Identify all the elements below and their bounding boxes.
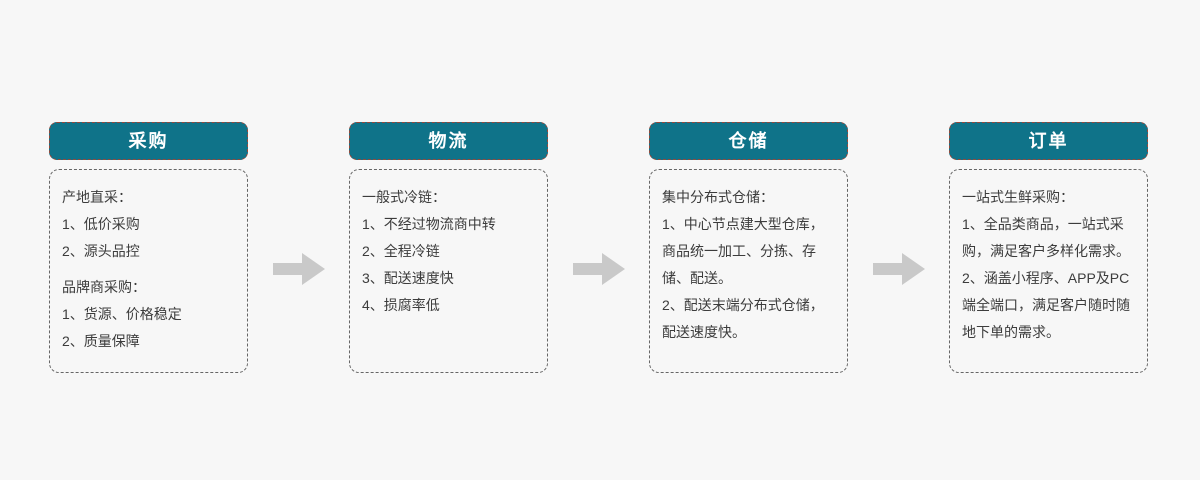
section-item: 2、质量保障 — [62, 333, 140, 349]
section-heading: 一般式冷链： — [362, 189, 446, 205]
stage-content-procurement: 产地直采： 1、低价采购 2、源头品控品牌商采购： 1、货源、价格稳定 2、质量保障 — [49, 169, 248, 373]
stage-content-logistics: 一般式冷链： 1、不经过物流商中转 2、全程冷链 3、配送速度快 4、损腐率低 — [349, 169, 548, 373]
section-item: 1、全品类商品，一站式采购，满足客户多样化需求。 — [962, 216, 1130, 259]
section-heading: 产地直采： — [62, 189, 132, 205]
section-item: 2、全程冷链 — [362, 243, 440, 259]
stage-header-warehousing: 仓储 — [649, 122, 848, 160]
right-arrow-icon — [272, 253, 325, 285]
section-heading: 品牌商采购： — [62, 279, 146, 295]
stage-header-procurement: 采购 — [49, 122, 248, 160]
flow-row: 采购 产地直采： 1、低价采购 2、源头品控品牌商采购： 1、货源、价格稳定 2、质量保… — [49, 122, 1148, 373]
section-item: 1、货源、价格稳定 — [62, 306, 182, 322]
section-heading: 集中分布式仓储： — [662, 189, 774, 205]
section-item: 2、源头品控 — [62, 243, 140, 259]
arrow-cell — [548, 122, 649, 286]
section-item: 1、不经过物流商中转 — [362, 216, 496, 232]
stage-content-warehousing: 集中分布式仓储： 1、中心节点建大型仓库，商品统一加工、分拣、存储、配送。 2、配送… — [649, 169, 848, 373]
stage-header-orders: 订单 — [949, 122, 1148, 160]
section-item: 1、低价采购 — [62, 216, 140, 232]
stage-procurement: 采购 产地直采： 1、低价采购 2、源头品控品牌商采购： 1、货源、价格稳定 2、质量保… — [49, 122, 248, 373]
section-item: 2、涵盖小程序、APP及PC端全端口，满足客户随时随地下单的需求。 — [962, 270, 1130, 340]
stage-warehousing: 仓储 集中分布式仓储： 1、中心节点建大型仓库，商品统一加工、分拣、存储、配送。 2… — [649, 122, 848, 373]
section-heading: 一站式生鲜采购： — [962, 189, 1074, 205]
arrow-cell — [248, 122, 349, 286]
section-item: 1、中心节点建大型仓库，商品统一加工、分拣、存储、配送。 — [662, 216, 824, 286]
right-arrow-icon — [872, 253, 925, 285]
stage-orders: 订单 一站式生鲜采购： 1、全品类商品，一站式采购，满足客户多样化需求。 2、涵盖小… — [949, 122, 1148, 373]
stage-content-orders: 一站式生鲜采购： 1、全品类商品，一站式采购，满足客户多样化需求。 2、涵盖小程序、… — [949, 169, 1148, 373]
section-item: 3、配送速度快 — [362, 270, 454, 286]
section-item: 2、配送末端分布式仓储，配送速度快。 — [662, 297, 824, 340]
section-item: 4、损腐率低 — [362, 297, 440, 313]
stage-header-logistics: 物流 — [349, 122, 548, 160]
right-arrow-icon — [572, 253, 625, 285]
arrow-cell — [848, 122, 949, 286]
stage-logistics: 物流 一般式冷链： 1、不经过物流商中转 2、全程冷链 3、配送速度快 4、损腐率低 — [349, 122, 548, 373]
